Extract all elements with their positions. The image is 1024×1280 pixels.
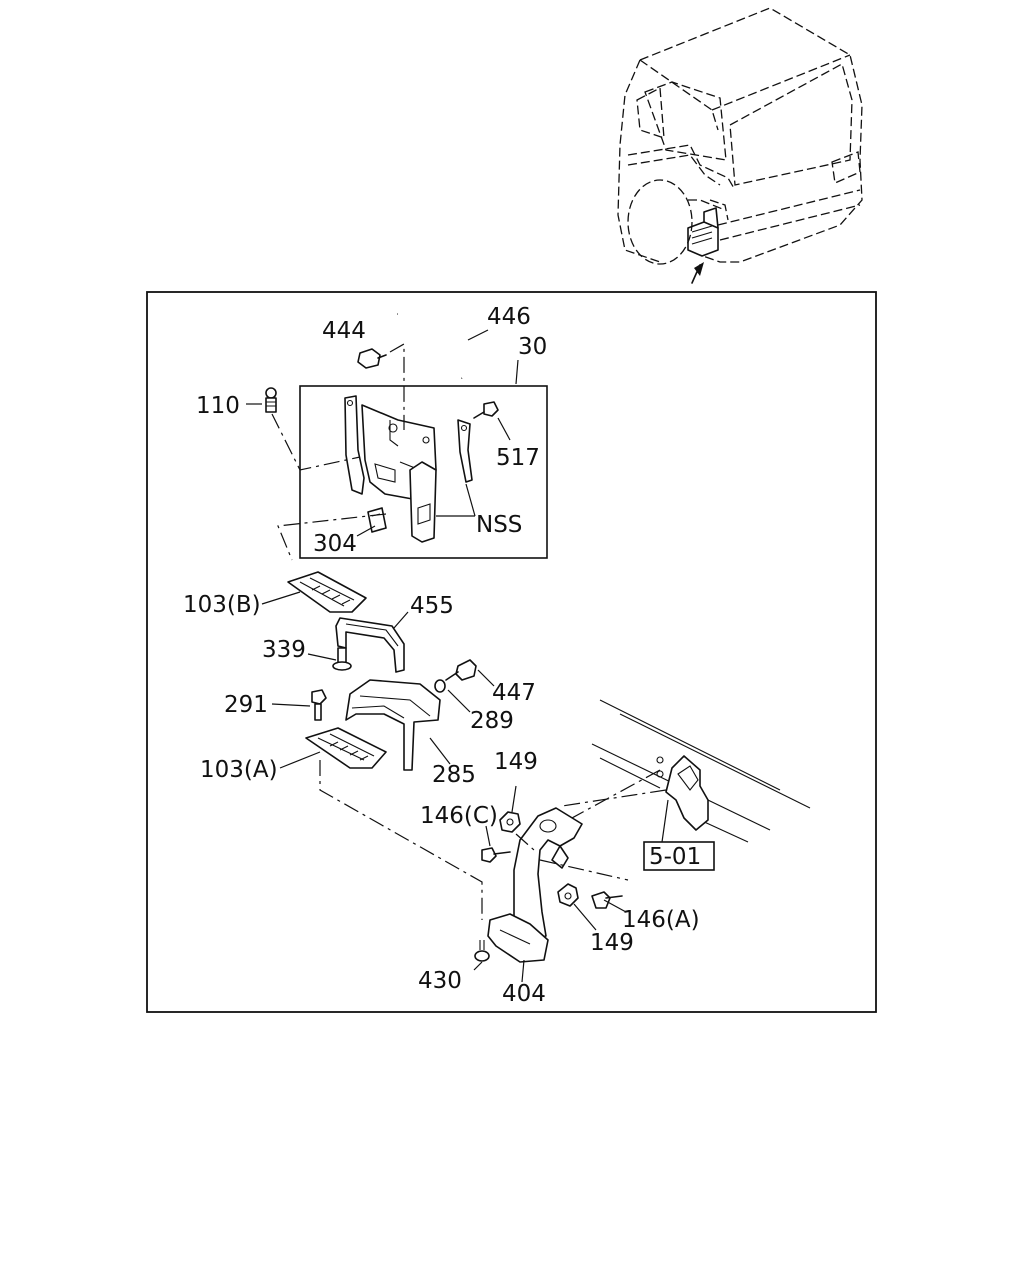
assembly-group-box xyxy=(299,385,548,559)
label-285: 285 xyxy=(432,762,476,788)
stud-339-icon xyxy=(332,647,352,671)
label-149-top: 149 xyxy=(494,749,538,775)
bolt-110-icon xyxy=(265,387,277,413)
bolt-icon xyxy=(357,348,387,369)
bolt-447-icon xyxy=(445,659,477,681)
bolt-291-icon xyxy=(311,689,327,721)
step-bracket-icon xyxy=(344,395,473,543)
label-30: 30 xyxy=(518,334,547,360)
step-tread-icon xyxy=(287,571,367,613)
label-146c: 146(C) xyxy=(420,803,498,829)
label-103b: 103(B) xyxy=(183,592,261,618)
nut-icon xyxy=(499,811,521,833)
label-430: 430 xyxy=(418,968,462,994)
label-103a: 103(A) xyxy=(200,757,278,783)
grab-rail-icon xyxy=(397,312,494,380)
step-tread-a-icon xyxy=(305,727,387,769)
diagram-frame xyxy=(146,291,877,1013)
label-291: 291 xyxy=(224,692,268,718)
step-hanger-icon xyxy=(487,807,583,963)
bolt-146a-icon xyxy=(591,891,623,909)
label-nss: NSS xyxy=(476,512,522,538)
label-110: 110 xyxy=(196,393,240,419)
washer-430-icon xyxy=(474,940,490,962)
ref-box-501 xyxy=(643,841,715,871)
label-444: 444 xyxy=(322,318,366,344)
label-447: 447 xyxy=(492,680,536,706)
label-501: 5-01 xyxy=(649,844,701,870)
washer-icon xyxy=(434,679,446,693)
label-404: 404 xyxy=(502,981,546,1007)
bolt-146c-icon xyxy=(481,847,511,863)
bracket-285-icon xyxy=(345,679,441,771)
label-339: 339 xyxy=(262,637,306,663)
label-446: 446 xyxy=(487,304,531,330)
label-304: 304 xyxy=(313,531,357,557)
callout-labels: 444 446 30 110 517 NSS 304 103(B) 455 33… xyxy=(183,304,701,1007)
label-149-bottom: 149 xyxy=(590,930,634,956)
bolt-517-icon xyxy=(473,401,499,419)
mount-plate-icon xyxy=(665,755,709,831)
label-146a: 146(A) xyxy=(622,907,700,933)
label-289: 289 xyxy=(470,708,514,734)
label-517: 517 xyxy=(496,445,540,471)
label-455: 455 xyxy=(410,593,454,619)
truck-cab-icon xyxy=(617,7,863,284)
nut-bottom-icon xyxy=(557,883,579,907)
